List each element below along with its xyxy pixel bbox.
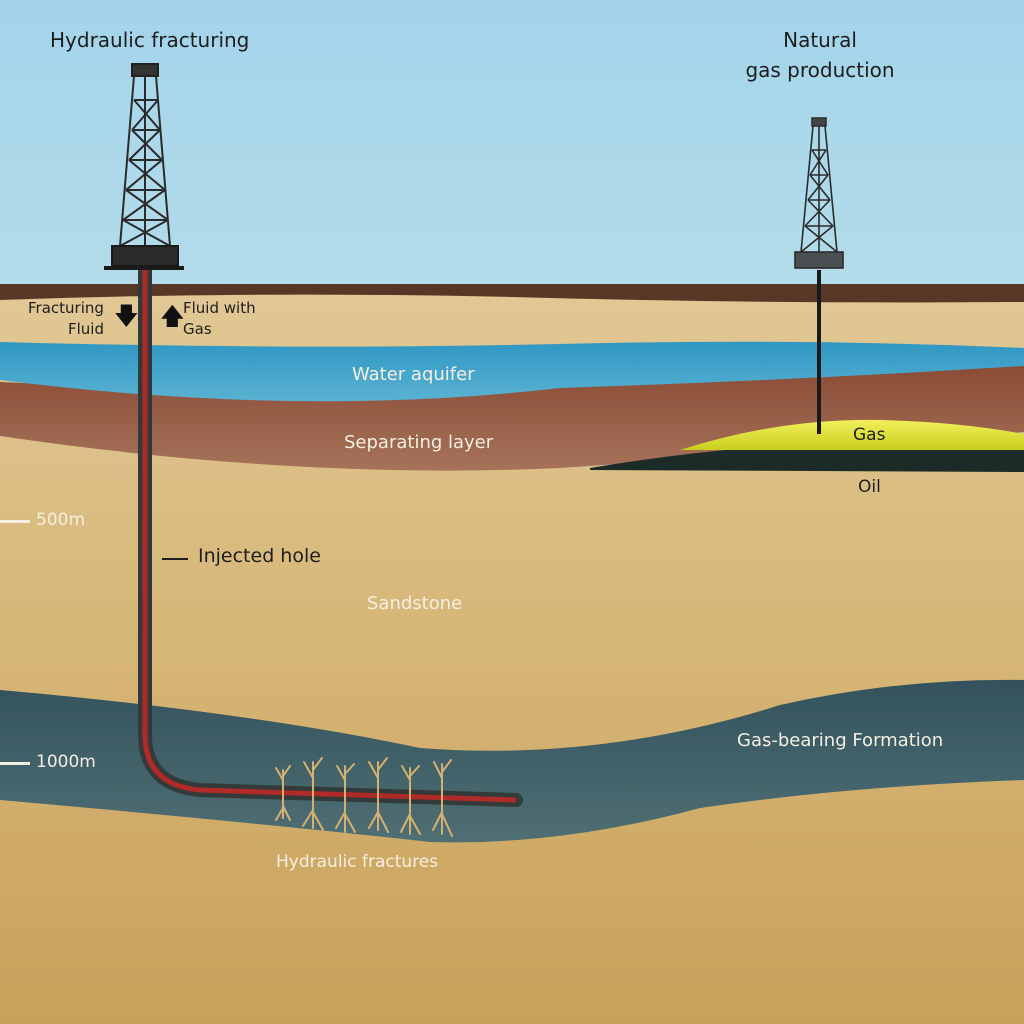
water-aquifer-label: Water aquifer (352, 364, 475, 385)
title-hydraulic-fracturing: Hydraulic fracturing (50, 28, 250, 52)
depth-tick-500 (0, 520, 30, 523)
title-natural-gas-line1: Natural (783, 28, 857, 52)
hydraulic-fractures (275, 757, 453, 837)
drilling-rig-icon (104, 63, 184, 270)
separating-layer-label: Separating layer (344, 432, 494, 453)
arrow-down-icon: 🡇 (114, 302, 139, 330)
oil-layer (590, 446, 1024, 472)
injection-pipe (138, 263, 523, 807)
production-rig-icon (794, 117, 844, 269)
fluid-with-gas-label-line2: Gas (183, 320, 212, 338)
fracture-3 (335, 763, 356, 833)
fracture-5 (400, 765, 421, 835)
injected-hole-label: Injected hole (198, 545, 321, 567)
fracturing-fluid-label-line2: Fluid (68, 320, 104, 338)
fracture-2 (302, 757, 324, 831)
fluid-with-gas-label-line1: Fluid with (183, 299, 256, 317)
gas-bearing-formation (0, 679, 1024, 843)
arrow-up-icon: 🡅 (160, 302, 185, 330)
water-aquifer-layer (0, 341, 1024, 402)
gas-pocket (680, 419, 1024, 450)
depth-500-label: 500m (36, 510, 86, 530)
gas-bearing-formation-label: Gas-bearing Formation (737, 730, 944, 751)
topsoil-layer (0, 284, 1024, 303)
hydraulic-fractures-label: Hydraulic fractures (276, 852, 439, 872)
sandstone-label: Sandstone (367, 593, 463, 614)
depth-tick-1000 (0, 762, 30, 765)
fracturing-fluid-label-line1: Fracturing (28, 299, 104, 317)
fracture-4 (368, 757, 389, 833)
fracture-6 (432, 759, 453, 837)
title-natural-gas-line2: gas production (745, 58, 895, 82)
injected-hole-leader (162, 558, 188, 560)
depth-1000-label: 1000m (36, 752, 96, 772)
gas-label: Gas (853, 425, 886, 445)
fracture-1 (275, 765, 291, 821)
oil-label: Oil (858, 477, 881, 497)
